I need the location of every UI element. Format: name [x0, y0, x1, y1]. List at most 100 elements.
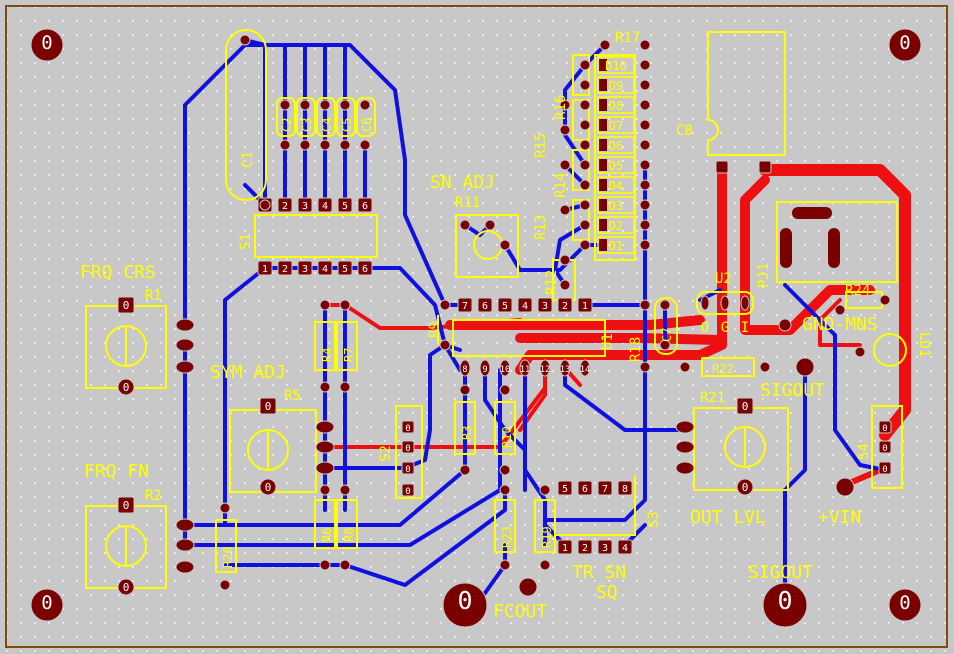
diode-right-pad: [639, 99, 651, 111]
resistor-pad: [459, 464, 471, 476]
r4-outline: [314, 321, 336, 371]
refdes-c2: C2: [280, 118, 294, 132]
u1-top-pad-number: 2: [562, 301, 568, 312]
diode-label-d6: D6: [609, 139, 623, 153]
refdes-c7: C7: [660, 328, 674, 342]
c2-outline: [276, 97, 296, 137]
trace-vin-loop: [759, 164, 911, 441]
label-sn-adj: SN ADJ: [430, 172, 495, 193]
c-cap-pad: [339, 139, 351, 151]
s1-top-pad-number: 3: [302, 201, 308, 212]
trace-r24-ld1: [818, 298, 862, 347]
refdes-r22: R22: [712, 362, 734, 376]
r5-wiper-pad: [315, 420, 335, 434]
c8-neg-pad: [778, 318, 792, 332]
ld1-pad: [854, 346, 866, 358]
resistor-pad: [539, 559, 551, 571]
s1-top-pad: 5: [337, 197, 353, 213]
r13-pad: [559, 204, 571, 216]
s1-top-pad-number: 6: [362, 201, 368, 212]
r10-outline: [494, 401, 516, 455]
vin-pad: [835, 477, 855, 497]
diode-right-pad: [639, 139, 651, 151]
s3-bottom-pad-number: 2: [582, 543, 588, 554]
c-cap-pad: [339, 99, 351, 111]
refdes-c4: C4: [320, 118, 334, 132]
u1-top-pad-number: 7: [462, 301, 468, 312]
diode-left-pad: [579, 239, 591, 251]
c1-pad: [239, 34, 251, 46]
resistor-pad: [439, 299, 451, 311]
trace-r2-u1-b: [183, 368, 502, 547]
diode-label-d9: D9: [609, 79, 623, 93]
refdes-c1: C1: [240, 151, 256, 168]
s1-outline: [254, 214, 378, 258]
resistor-pad: [339, 559, 351, 571]
c-cap-pad: [359, 99, 371, 111]
r5-pad: 0: [259, 397, 277, 415]
u1-top-pad-number: 1: [582, 301, 588, 312]
s2-outline: [395, 405, 423, 499]
top-copper-layer: [323, 164, 911, 488]
refdes-r12: R12: [544, 270, 560, 295]
sigout-large-pad-number: 0: [777, 586, 792, 615]
u1-bottom-pad-number: 12: [540, 365, 551, 375]
r5-pad: 0: [259, 478, 277, 496]
mounting-hole-4-number: 0: [899, 592, 910, 614]
diode-label-d2: D2: [609, 219, 623, 233]
label-fcout: FCOUT: [493, 601, 547, 622]
trace-supply-4: [515, 333, 725, 345]
diode-left-pad: [579, 59, 591, 71]
diode-pad: [599, 139, 607, 151]
diode-label-d7: D7: [609, 119, 623, 133]
label-sigout-upper: SIGOUT: [760, 380, 825, 401]
diode-body: [597, 216, 635, 234]
label-gnd-mns: GND-MNS: [802, 314, 878, 335]
r2-pad: 0: [117, 578, 135, 596]
u1-top-pad: 7: [457, 297, 473, 313]
s3-top-pad: 6: [577, 480, 593, 496]
r24-pad: [834, 304, 846, 316]
s1-bottom-pad: 2: [277, 260, 293, 276]
c8-pad: [758, 160, 772, 174]
r17-pad: [639, 39, 651, 51]
refdes-r5: R5: [284, 388, 301, 404]
r22-pad: [679, 361, 691, 373]
fcout-small-pad: [518, 577, 538, 597]
r2-pad-number: 0: [123, 581, 130, 594]
s2-pad: 0: [401, 483, 415, 497]
u1-bottom-pad-number: 13: [560, 365, 571, 375]
s3-top-pad: 5: [557, 480, 573, 496]
r1-pad-number: 0: [123, 381, 130, 394]
r3-outline: [454, 401, 476, 455]
s1-bottom-pad-number: 4: [322, 264, 328, 275]
r23-outline: [494, 499, 516, 553]
u1-bottom-pad: 10: [499, 359, 511, 377]
r20-outline: [215, 519, 237, 573]
refdes-r9: R9: [427, 321, 443, 338]
refdes-r17: R17: [615, 30, 640, 46]
diode-pad: [599, 199, 607, 211]
diode-label-d10: D10: [605, 59, 627, 73]
r24-pad: [879, 294, 891, 306]
c6-outline: [356, 97, 376, 137]
r16-pad: [559, 99, 571, 111]
diode-right-pad: [639, 159, 651, 171]
resistor-pad: [319, 484, 331, 496]
s1-top-pad-number: 4: [322, 201, 328, 212]
s1-top-pad-number: 2: [282, 201, 288, 212]
r2-wiper-pad: [175, 518, 195, 532]
label-frq-fn: FRQ FN: [84, 461, 149, 482]
mounting-hole-1-number: 0: [41, 32, 52, 54]
s1-bottom-pad: 1: [257, 260, 273, 276]
u1-bottom-pad-number: 8: [462, 365, 467, 375]
refdes-r2: R2: [145, 488, 162, 504]
r22-outline: [701, 357, 755, 377]
diode-right-pad: [639, 179, 651, 191]
r21-pad: 0: [736, 397, 754, 415]
u1-top-pad: 1: [577, 297, 593, 313]
u2-pad: [740, 295, 750, 311]
refdes-labels: R1 R2 R5 R21 R11 R17 C8 U2 R24 R22 C1 C2…: [145, 30, 932, 568]
diode-pad: [599, 159, 607, 171]
